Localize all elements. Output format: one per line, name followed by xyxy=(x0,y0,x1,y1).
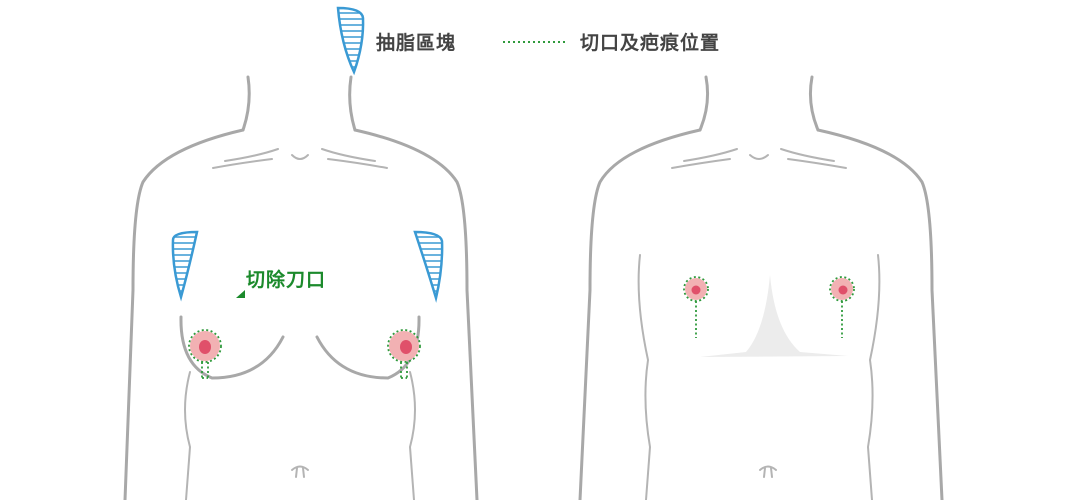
triangle-pointer-icon xyxy=(236,290,245,298)
hatched-teardrop-icon xyxy=(336,6,365,76)
sternum-shading xyxy=(700,275,848,357)
liposuction-zone-left xyxy=(171,230,199,302)
legend-liposuction-label: 抽脂區塊 xyxy=(376,31,456,54)
areola-left-after xyxy=(683,276,709,338)
areola-right-after xyxy=(829,276,855,338)
torso-before: 切除刀口 xyxy=(123,75,479,500)
incision-callout-label: 切除刀口 xyxy=(246,268,326,291)
areola-left-before xyxy=(188,329,222,379)
torso-after xyxy=(578,75,944,500)
areola-right-before xyxy=(387,329,421,379)
legend-incision-label: 切口及疤痕位置 xyxy=(580,31,720,54)
liposuction-zone-right xyxy=(413,230,444,303)
legend: 抽脂區塊 切口及疤痕位置 xyxy=(336,6,720,76)
